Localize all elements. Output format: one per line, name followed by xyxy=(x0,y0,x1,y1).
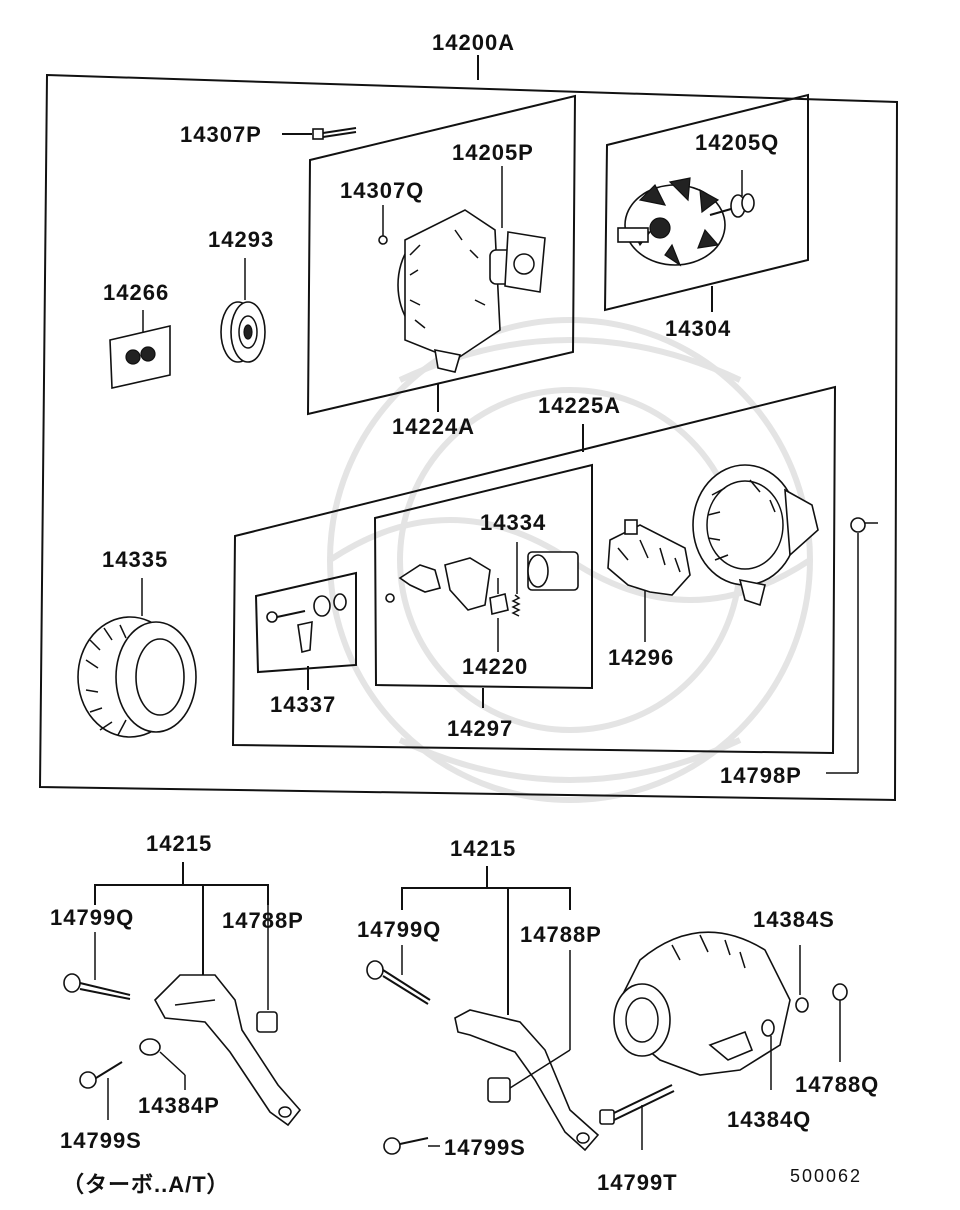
label-front-frame-assy: 14224A xyxy=(392,414,475,439)
assembly-frame xyxy=(38,55,899,802)
part-labels: 14200A 14307P 14205P 14307Q 14205Q 14293… xyxy=(50,30,879,1197)
rotor-box xyxy=(603,93,809,312)
label-end-frame-rear: 14205P xyxy=(452,140,534,165)
terminal-kit-box xyxy=(254,571,357,690)
label-bolt-long: 14799T xyxy=(597,1170,678,1195)
label-terminal-kit: 14337 xyxy=(270,692,336,717)
label-regulator-assy: 14297 xyxy=(447,716,513,741)
stator-drawing xyxy=(77,578,197,738)
nut-terminal-drawing xyxy=(826,517,878,774)
figure-code: 500062 xyxy=(790,1166,862,1186)
label-bracket-right: 14215 xyxy=(450,836,516,861)
rear-housing-drawing xyxy=(692,464,819,607)
alternator-body-drawing xyxy=(599,931,848,1150)
label-bolt-small-right: 14799S xyxy=(444,1135,526,1160)
regulator-assy-box xyxy=(373,463,593,708)
label-label-plate: 14266 xyxy=(103,280,169,305)
pulley-drawing xyxy=(220,258,266,363)
label-clip-left: 14788P xyxy=(222,908,304,933)
front-frame-box xyxy=(306,94,577,416)
front-frame-drawing xyxy=(397,209,546,373)
label-screw-top: 14307P xyxy=(180,122,262,147)
label-washer-left: 14384P xyxy=(138,1093,220,1118)
rotor-drawing xyxy=(617,170,755,267)
bracket-left-group xyxy=(63,862,302,1127)
label-clip-right: 14788P xyxy=(520,922,602,947)
label-nut-terminal: 14798P xyxy=(720,763,802,788)
label-bolt-left: 14799Q xyxy=(50,905,134,930)
label-bolt-right: 14799Q xyxy=(357,917,441,942)
label-brush-assy: 14220 xyxy=(462,654,528,679)
screw-top-drawing xyxy=(282,127,357,140)
label-regulator: 14334 xyxy=(480,510,546,535)
label-plate-drawing xyxy=(109,310,171,389)
label-pulley: 14293 xyxy=(208,227,274,252)
label-washer-right: 14384Q xyxy=(727,1107,811,1132)
label-rotor: 14304 xyxy=(665,316,731,341)
bracket-right-group xyxy=(366,866,600,1155)
note-turbo-at: （ターボ..A/T） xyxy=(62,1172,230,1197)
label-screw-inner: 14307Q xyxy=(340,178,424,203)
terminal-kit-drawing xyxy=(266,593,347,653)
label-rotor-bearing: 14205Q xyxy=(695,130,779,155)
label-assembly: 14200A xyxy=(432,30,515,55)
label-rear-frame-assy: 14225A xyxy=(538,393,621,418)
label-washer-small: 14384S xyxy=(753,907,835,932)
label-stator: 14335 xyxy=(102,547,168,572)
rectifier-drawing xyxy=(607,519,691,642)
label-nut-right: 14788Q xyxy=(795,1072,879,1097)
label-rectifier: 14296 xyxy=(608,645,674,670)
label-bolt-small-left: 14799S xyxy=(60,1128,142,1153)
regulator-drawing xyxy=(385,542,579,652)
screw-inner-drawing xyxy=(378,205,388,245)
label-bracket-left: 14215 xyxy=(146,831,212,856)
rear-frame-box xyxy=(231,385,837,755)
